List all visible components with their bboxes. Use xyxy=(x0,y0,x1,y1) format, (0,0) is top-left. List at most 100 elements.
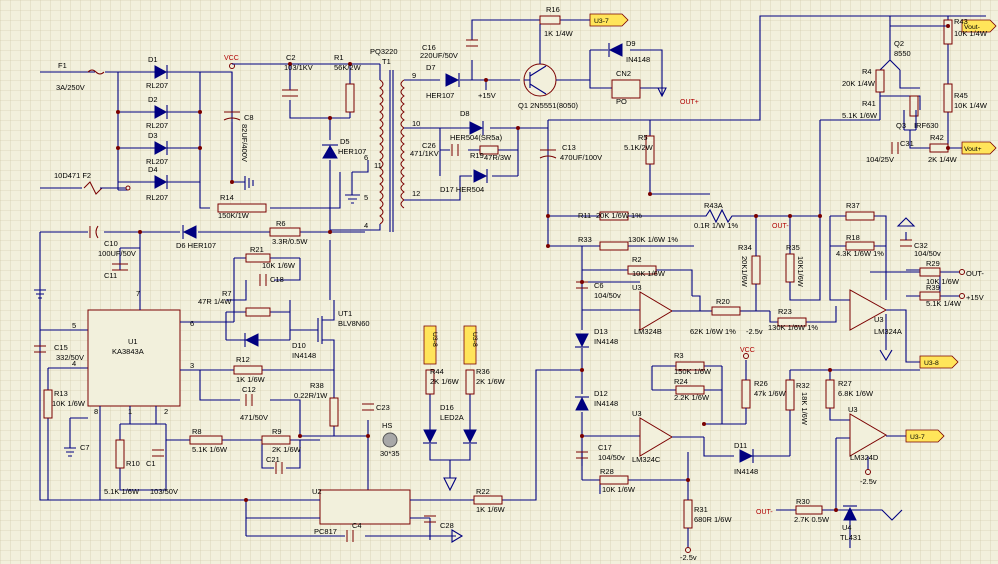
resistor-r32 xyxy=(785,379,795,411)
svg-text:+15V: +15V xyxy=(478,91,496,100)
resistor-r14 xyxy=(217,203,267,213)
diode-d13 xyxy=(575,333,589,348)
svg-text:R12: R12 xyxy=(236,355,250,364)
svg-text:332/50V: 332/50V xyxy=(56,353,84,362)
svg-text:10K 1/6W: 10K 1/6W xyxy=(632,269,666,278)
svg-text:D10: D10 xyxy=(292,341,306,350)
svg-text:C18: C18 xyxy=(270,275,284,284)
svg-text:R11: R11 xyxy=(578,211,591,220)
svg-text:R36: R36 xyxy=(476,367,490,376)
svg-text:D4: D4 xyxy=(148,165,158,174)
svg-text:C11: C11 xyxy=(104,271,117,280)
svg-text:R5: R5 xyxy=(638,133,648,142)
svg-text:R32: R32 xyxy=(796,381,810,390)
svg-text:30*35: 30*35 xyxy=(380,449,400,458)
svg-text:471/50V: 471/50V xyxy=(240,413,268,422)
svg-text:U3-7: U3-7 xyxy=(910,434,925,441)
svg-text:C1: C1 xyxy=(146,459,156,468)
diode-d2 xyxy=(140,105,178,119)
tag-vout-plus: Vout+ xyxy=(961,141,997,155)
svg-text:OUT-: OUT- xyxy=(772,223,789,230)
resistor-r30 xyxy=(795,505,823,515)
tag-u3-8-led1: U3-8 xyxy=(423,325,438,365)
svg-text:R6: R6 xyxy=(276,219,286,228)
svg-text:10: 10 xyxy=(412,119,420,128)
resistor-r37 xyxy=(845,211,875,221)
svg-text:C7: C7 xyxy=(80,443,90,452)
svg-text:R3: R3 xyxy=(674,351,684,360)
transformer-t1 xyxy=(365,64,440,232)
svg-text:2.7K 0.5W: 2.7K 0.5W xyxy=(794,515,830,524)
svg-text:47k 1/6W: 47k 1/6W xyxy=(754,389,787,398)
diode-d3 xyxy=(140,141,178,155)
svg-text:220UF/50V: 220UF/50V xyxy=(420,51,458,60)
resistor-r3 xyxy=(675,361,705,371)
svg-text:KA3843A: KA3843A xyxy=(112,347,144,356)
svg-text:10K 1/4W: 10K 1/4W xyxy=(954,29,988,38)
resistor-r39 xyxy=(919,291,941,301)
svg-text:R14: R14 xyxy=(220,193,234,202)
svg-text:6.8K 1/6W: 6.8K 1/6W xyxy=(838,389,874,398)
capacitor-c12 xyxy=(245,394,253,406)
svg-text:IN4148: IN4148 xyxy=(734,467,758,476)
svg-text:LM324D: LM324D xyxy=(850,453,879,462)
svg-text:130K 1/6W 1%: 130K 1/6W 1% xyxy=(768,323,818,332)
svg-text:5.1K 1/6W: 5.1K 1/6W xyxy=(192,445,228,454)
svg-text:R43: R43 xyxy=(954,17,968,26)
svg-text:10K 1/6W: 10K 1/6W xyxy=(52,399,86,408)
svg-text:1K 1/6W: 1K 1/6W xyxy=(236,375,266,384)
svg-text:680R 1/6W: 680R 1/6W xyxy=(694,515,732,524)
svg-text:R37: R37 xyxy=(846,201,860,210)
diode-d11 xyxy=(739,449,754,463)
svg-text:3.3R/0.5W: 3.3R/0.5W xyxy=(272,237,308,246)
svg-text:0.1R 1/W 1%: 0.1R 1/W 1% xyxy=(694,221,739,230)
resistor-r24 xyxy=(675,385,705,395)
capacitor-c2 xyxy=(282,89,298,97)
svg-text:VCC: VCC xyxy=(224,55,239,62)
svg-text:PO: PO xyxy=(616,97,627,106)
capacitor-c4 xyxy=(346,530,354,542)
svg-text:D5: D5 xyxy=(340,137,350,146)
svg-text:C6: C6 xyxy=(594,281,604,290)
svg-text:LM324A: LM324A xyxy=(874,327,902,336)
svg-text:47R 1/4W: 47R 1/4W xyxy=(198,297,232,306)
resistor-r28 xyxy=(599,475,629,485)
svg-text:10K 1/6W: 10K 1/6W xyxy=(602,485,636,494)
svg-text:TL431: TL431 xyxy=(840,533,861,542)
diode-d8 xyxy=(469,121,484,135)
output-control xyxy=(819,15,986,363)
svg-text:R22: R22 xyxy=(476,487,490,496)
svg-text:C4: C4 xyxy=(352,521,362,530)
resistor-r12 xyxy=(233,365,263,375)
svg-text:11: 11 xyxy=(374,161,382,170)
svg-text:4.3K 1/6W 1%: 4.3K 1/6W 1% xyxy=(836,249,884,258)
resistor-r41 xyxy=(909,95,919,117)
tag-u3-7-right: U3-7 xyxy=(905,429,945,443)
svg-text:R18: R18 xyxy=(846,233,860,242)
svg-text:R1: R1 xyxy=(334,53,344,62)
resistor-r19 xyxy=(479,145,499,155)
svg-text:D1: D1 xyxy=(148,55,158,64)
svg-text:C12: C12 xyxy=(242,385,256,394)
svg-text:U3: U3 xyxy=(632,409,642,418)
svg-text:470UF/100V: 470UF/100V xyxy=(560,153,602,162)
svg-text:UT1: UT1 xyxy=(338,309,352,318)
svg-text:R43A: R43A xyxy=(704,201,723,210)
svg-text:U3-8: U3-8 xyxy=(431,332,438,347)
svg-text:4: 4 xyxy=(72,359,76,368)
fuse-f1 xyxy=(87,69,105,75)
tag-vout-minus: Vout- xyxy=(961,19,997,33)
svg-text:HS: HS xyxy=(382,421,392,430)
svg-text:1K 1/6W: 1K 1/6W xyxy=(476,505,506,514)
svg-text:1K 1/4W: 1K 1/4W xyxy=(544,29,574,38)
resistor-r22 xyxy=(473,495,503,505)
resistor-r45 xyxy=(943,83,953,113)
svg-text:D13: D13 xyxy=(594,327,608,336)
svg-text:R29: R29 xyxy=(926,259,940,268)
svg-text:10D471 F2: 10D471 F2 xyxy=(54,171,91,180)
svg-text:R7: R7 xyxy=(222,289,232,298)
svg-text:R30: R30 xyxy=(796,497,810,506)
svg-text:2K 1/6W: 2K 1/6W xyxy=(476,377,506,386)
